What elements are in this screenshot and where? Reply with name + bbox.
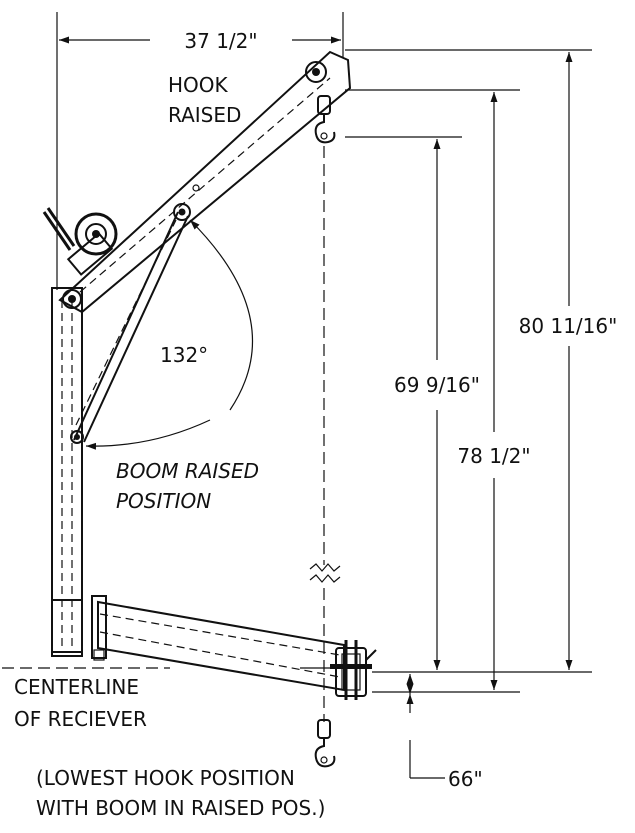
centerline-label-line2: OF RECIEVER <box>14 707 147 731</box>
dimension-hook-travel: 69 9/16" <box>394 139 480 670</box>
centerline-label-line1: CENTERLINE <box>14 675 139 699</box>
hitch-mount <box>330 640 377 700</box>
hook-raised-label-line1: HOOK <box>168 73 229 97</box>
boom-angle-text: 132° <box>160 343 208 367</box>
vertical-mast <box>51 287 83 657</box>
dim-overall-height-text: 80 11/16" <box>519 314 618 338</box>
dimension-top-width: 37 1/2" <box>59 29 341 53</box>
winch <box>42 207 118 276</box>
dimension-hook-height: 78 1/2" <box>457 92 531 690</box>
dim-hook-height-text: 78 1/2" <box>457 444 530 468</box>
dimension-lowest-hook: 66" <box>406 674 483 791</box>
dim-hook-travel-text: 69 9/16" <box>394 373 480 397</box>
hook-raised <box>314 95 336 144</box>
lowest-hook-label-line2: WITH BOOM IN RAISED POS.) <box>36 796 325 820</box>
boom-raised-label-line2: POSITION <box>116 489 211 513</box>
dim-top-width-text: 37 1/2" <box>184 29 257 53</box>
dim-lowest-hook-text: 66" <box>448 767 483 791</box>
diagonal-brace <box>70 203 191 444</box>
upper-boom <box>58 50 352 314</box>
extension-lines <box>56 12 592 693</box>
lowest-hook-label-line1: (LOWEST HOOK POSITION <box>36 766 295 790</box>
boom-raised-label-line1: BOOM RAISED <box>116 459 259 483</box>
dimension-overall-height: 80 11/16" <box>519 52 618 670</box>
hook-raised-label-line2: RAISED <box>168 103 241 127</box>
hoist-cable <box>309 146 341 722</box>
boom-angle-arc: 132° <box>85 219 254 450</box>
hook-lowest <box>314 719 336 768</box>
